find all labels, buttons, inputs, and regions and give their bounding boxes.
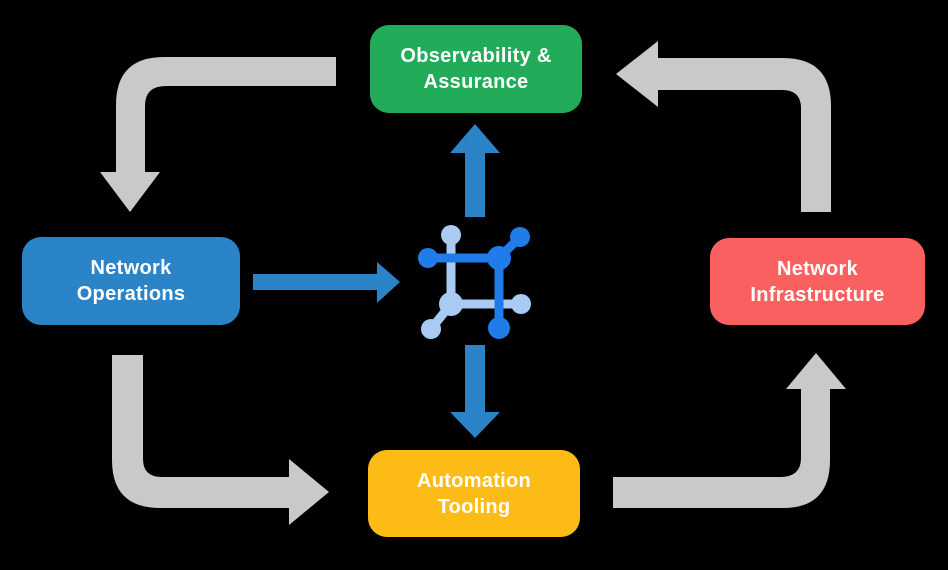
network-mesh-icon (418, 225, 531, 339)
node-label-line: Automation (416, 469, 532, 492)
node-label-line: Tooling (437, 495, 511, 518)
node-label-line: Assurance (423, 71, 529, 93)
mesh-dark-nodes (418, 227, 530, 339)
node-label-line: Network (90, 257, 172, 279)
node-observability-assurance: Observability & Assurance (370, 25, 582, 113)
node-network-operations: Network Operations (22, 237, 240, 325)
flow-arrow-center-to-observability (450, 124, 500, 217)
node-label-line: Operations (76, 283, 186, 305)
node-label-line: Observability & (400, 45, 552, 67)
flow-arrow-operations-to-center (253, 262, 400, 303)
node-automation-tooling: Automation Tooling (368, 450, 580, 537)
node-network-infrastructure: Network Infrastructure (710, 238, 925, 325)
cycle-arrow-infrastructure-to-observability (616, 41, 831, 212)
node-label-line: Infrastructure (750, 283, 885, 306)
cycle-arrow-automation-to-infrastructure (613, 353, 846, 508)
mesh-light-nodes (421, 225, 531, 339)
cycle-arrow-observability-to-operations (100, 57, 336, 212)
cycle-arrow-operations-to-automation (112, 355, 329, 525)
node-label-line: Network (776, 257, 858, 280)
flow-arrow-center-to-automation (450, 345, 500, 438)
